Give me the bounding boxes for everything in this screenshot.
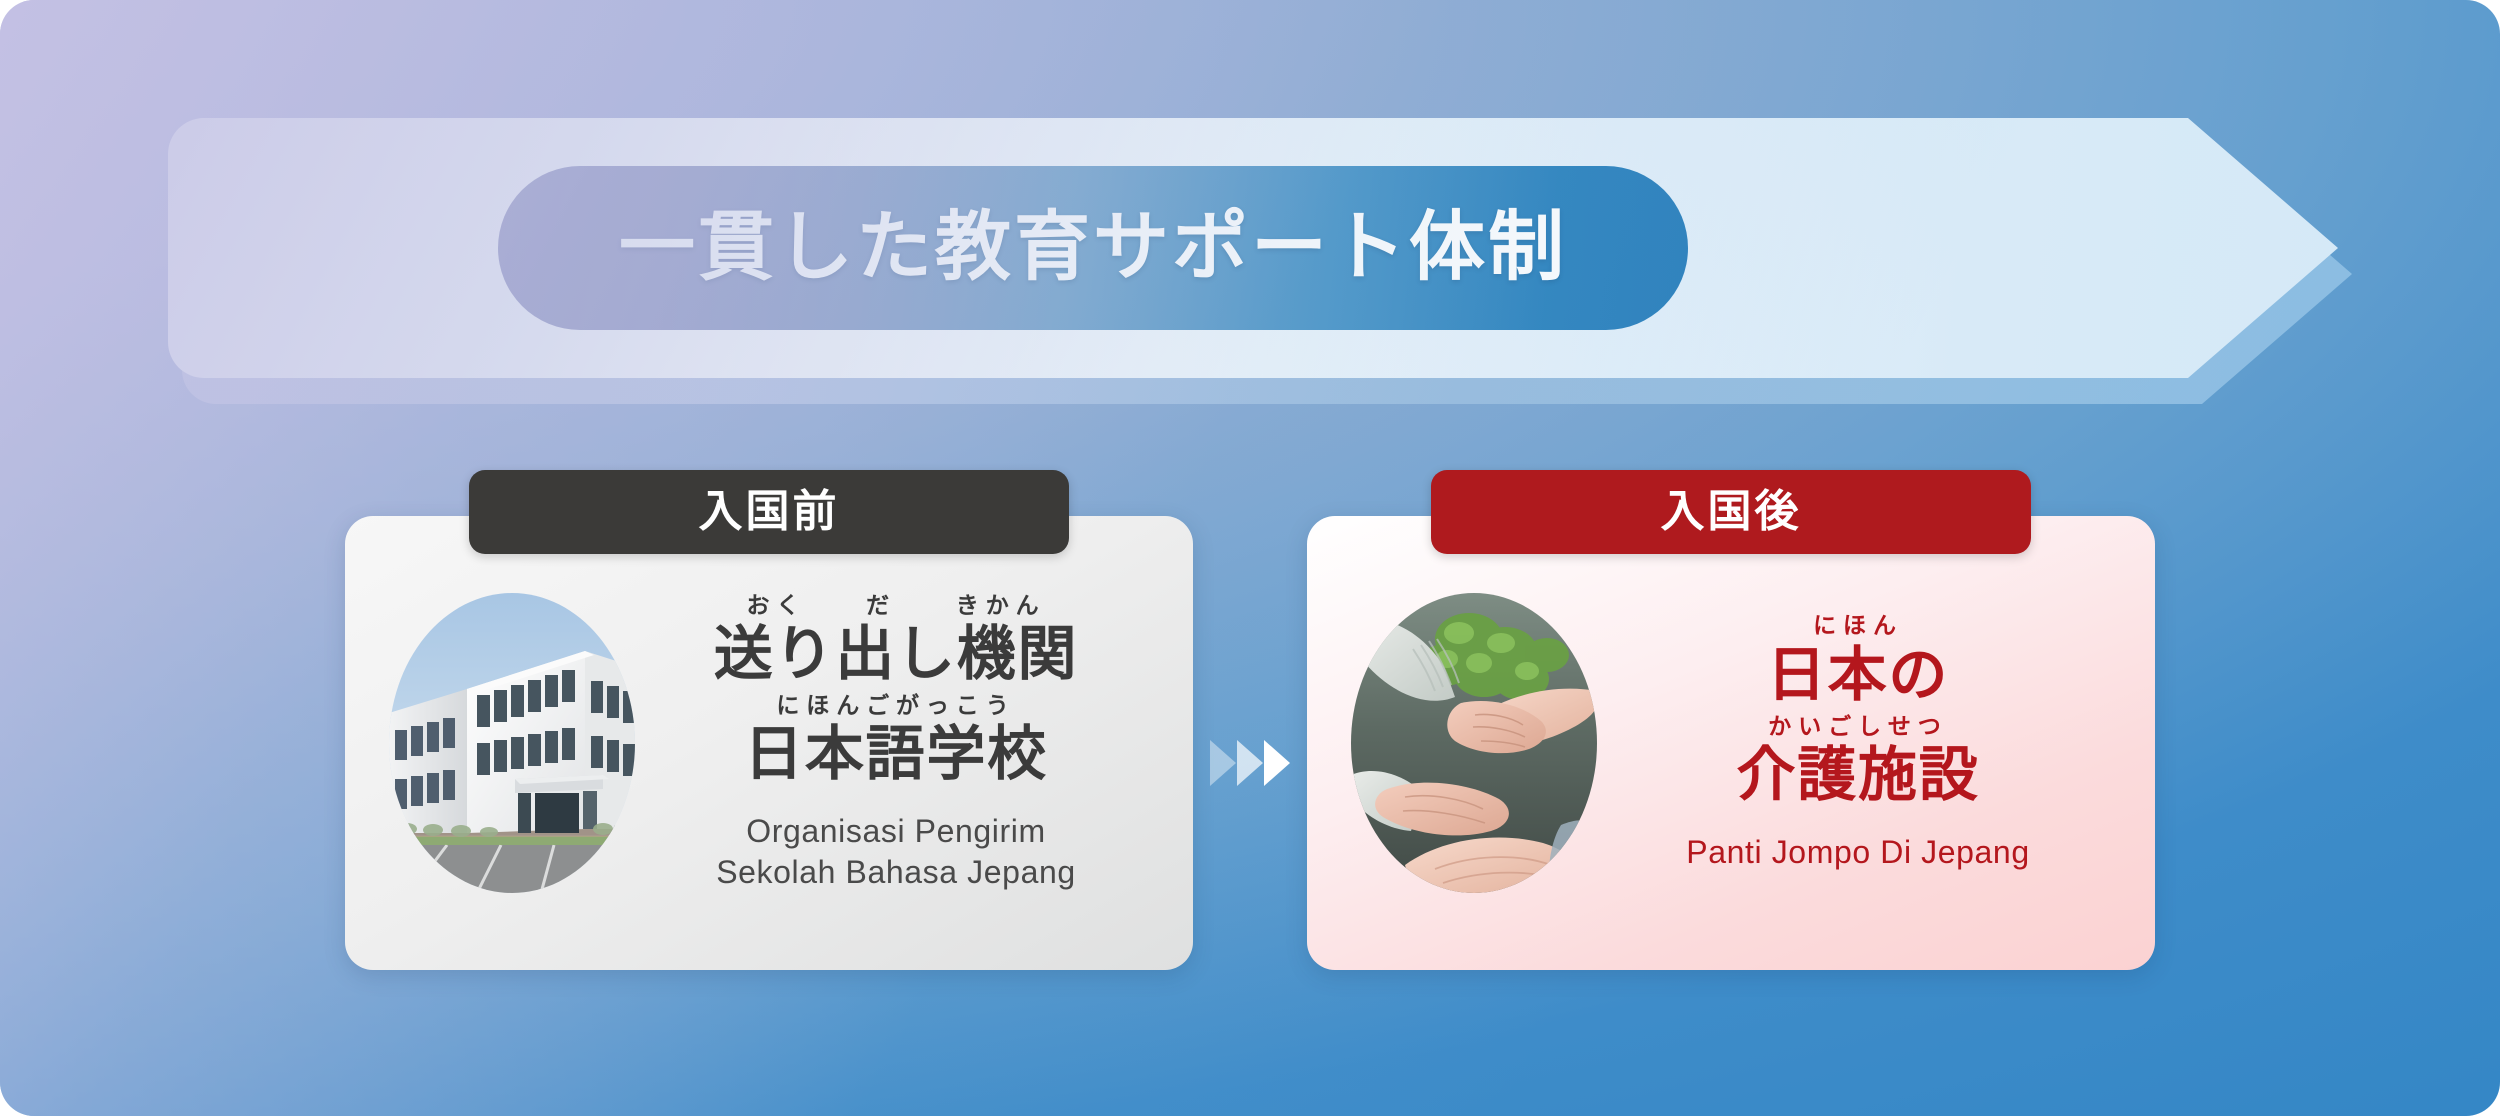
card-before-entry: おく だ きかん 送り出し機関 にほんごがっこう 日本語学校 Organisas…: [345, 516, 1193, 970]
romaji-line-2: Sekolah Bahasa Jepang: [716, 854, 1076, 891]
status-badge-before-entry: 入国前: [469, 470, 1069, 554]
romaji-line-1: Organisasi Pengirim: [746, 813, 1046, 850]
caregiving-hands-photo: [1351, 593, 1597, 893]
romaji-after-entry: Panti Jompo Di Jepang: [1686, 832, 2029, 873]
kanji-kaigoshisetsu: 介護施設: [1736, 741, 1980, 808]
furigana-nihongogakkou: にほんごがっこう: [776, 692, 1016, 719]
ruby-line-1: にほん 日本の: [1767, 613, 1949, 707]
chevron-right-icon-1: [1210, 740, 1236, 786]
romaji-line-1: Panti Jompo Di Jepang: [1686, 833, 2030, 870]
kanji-nihon-no: 日本の: [1766, 641, 1950, 708]
card-text-after-entry: にほん 日本の かいごしせつ 介護施設 Panti Jompo Di Jepan…: [1597, 613, 2145, 872]
kanji-okuridashi-kikan: 送り出し機関: [713, 621, 1079, 688]
school-building-photo: [389, 593, 635, 893]
title-pill: 一貫した教育サポート体制: [498, 166, 1688, 330]
triple-chevron-right-icon: [1193, 733, 1307, 793]
card-text-before-entry: おく だ きかん 送り出し機関 にほんごがっこう 日本語学校 Organisas…: [635, 593, 1183, 893]
ruby-line-1: おく だ きかん 送り出し機関: [714, 593, 1079, 687]
chevron-right-icon-3: [1264, 740, 1290, 786]
chevron-right-icon-2: [1237, 740, 1263, 786]
page-title: 一貫した教育サポート体制: [619, 205, 1567, 290]
card-after-entry: にほん 日本の かいごしせつ 介護施設 Panti Jompo Di Jepan…: [1307, 516, 2155, 970]
step-before-entry: 入国前: [345, 470, 1193, 970]
kanji-nihongogakkou: 日本語学校: [744, 721, 1048, 788]
romaji-before-entry: Organisasi Pengirim Sekolah Bahasa Jepan…: [716, 811, 1076, 893]
step-after-entry: 入国後: [1307, 470, 2155, 970]
steps-row: 入国前: [0, 470, 2500, 1010]
furigana-nihon: にほん: [1813, 612, 1903, 639]
badge-label: 入国前: [698, 487, 840, 536]
badge-label: 入国後: [1660, 487, 1802, 536]
title-arrow-banner: 一貫した教育サポート体制: [168, 118, 2338, 378]
banner-content: 一貫した教育サポート体制: [168, 118, 2338, 378]
furigana-okuridashi: おく だ きかん: [746, 592, 1046, 619]
status-badge-after-entry: 入国後: [1431, 470, 2031, 554]
furigana-kaigoshisetsu: かいごしせつ: [1768, 712, 1948, 739]
ruby-line-2: にほんごがっこう 日本語学校: [744, 693, 1048, 787]
ruby-line-2: かいごしせつ 介護施設: [1736, 712, 1980, 808]
